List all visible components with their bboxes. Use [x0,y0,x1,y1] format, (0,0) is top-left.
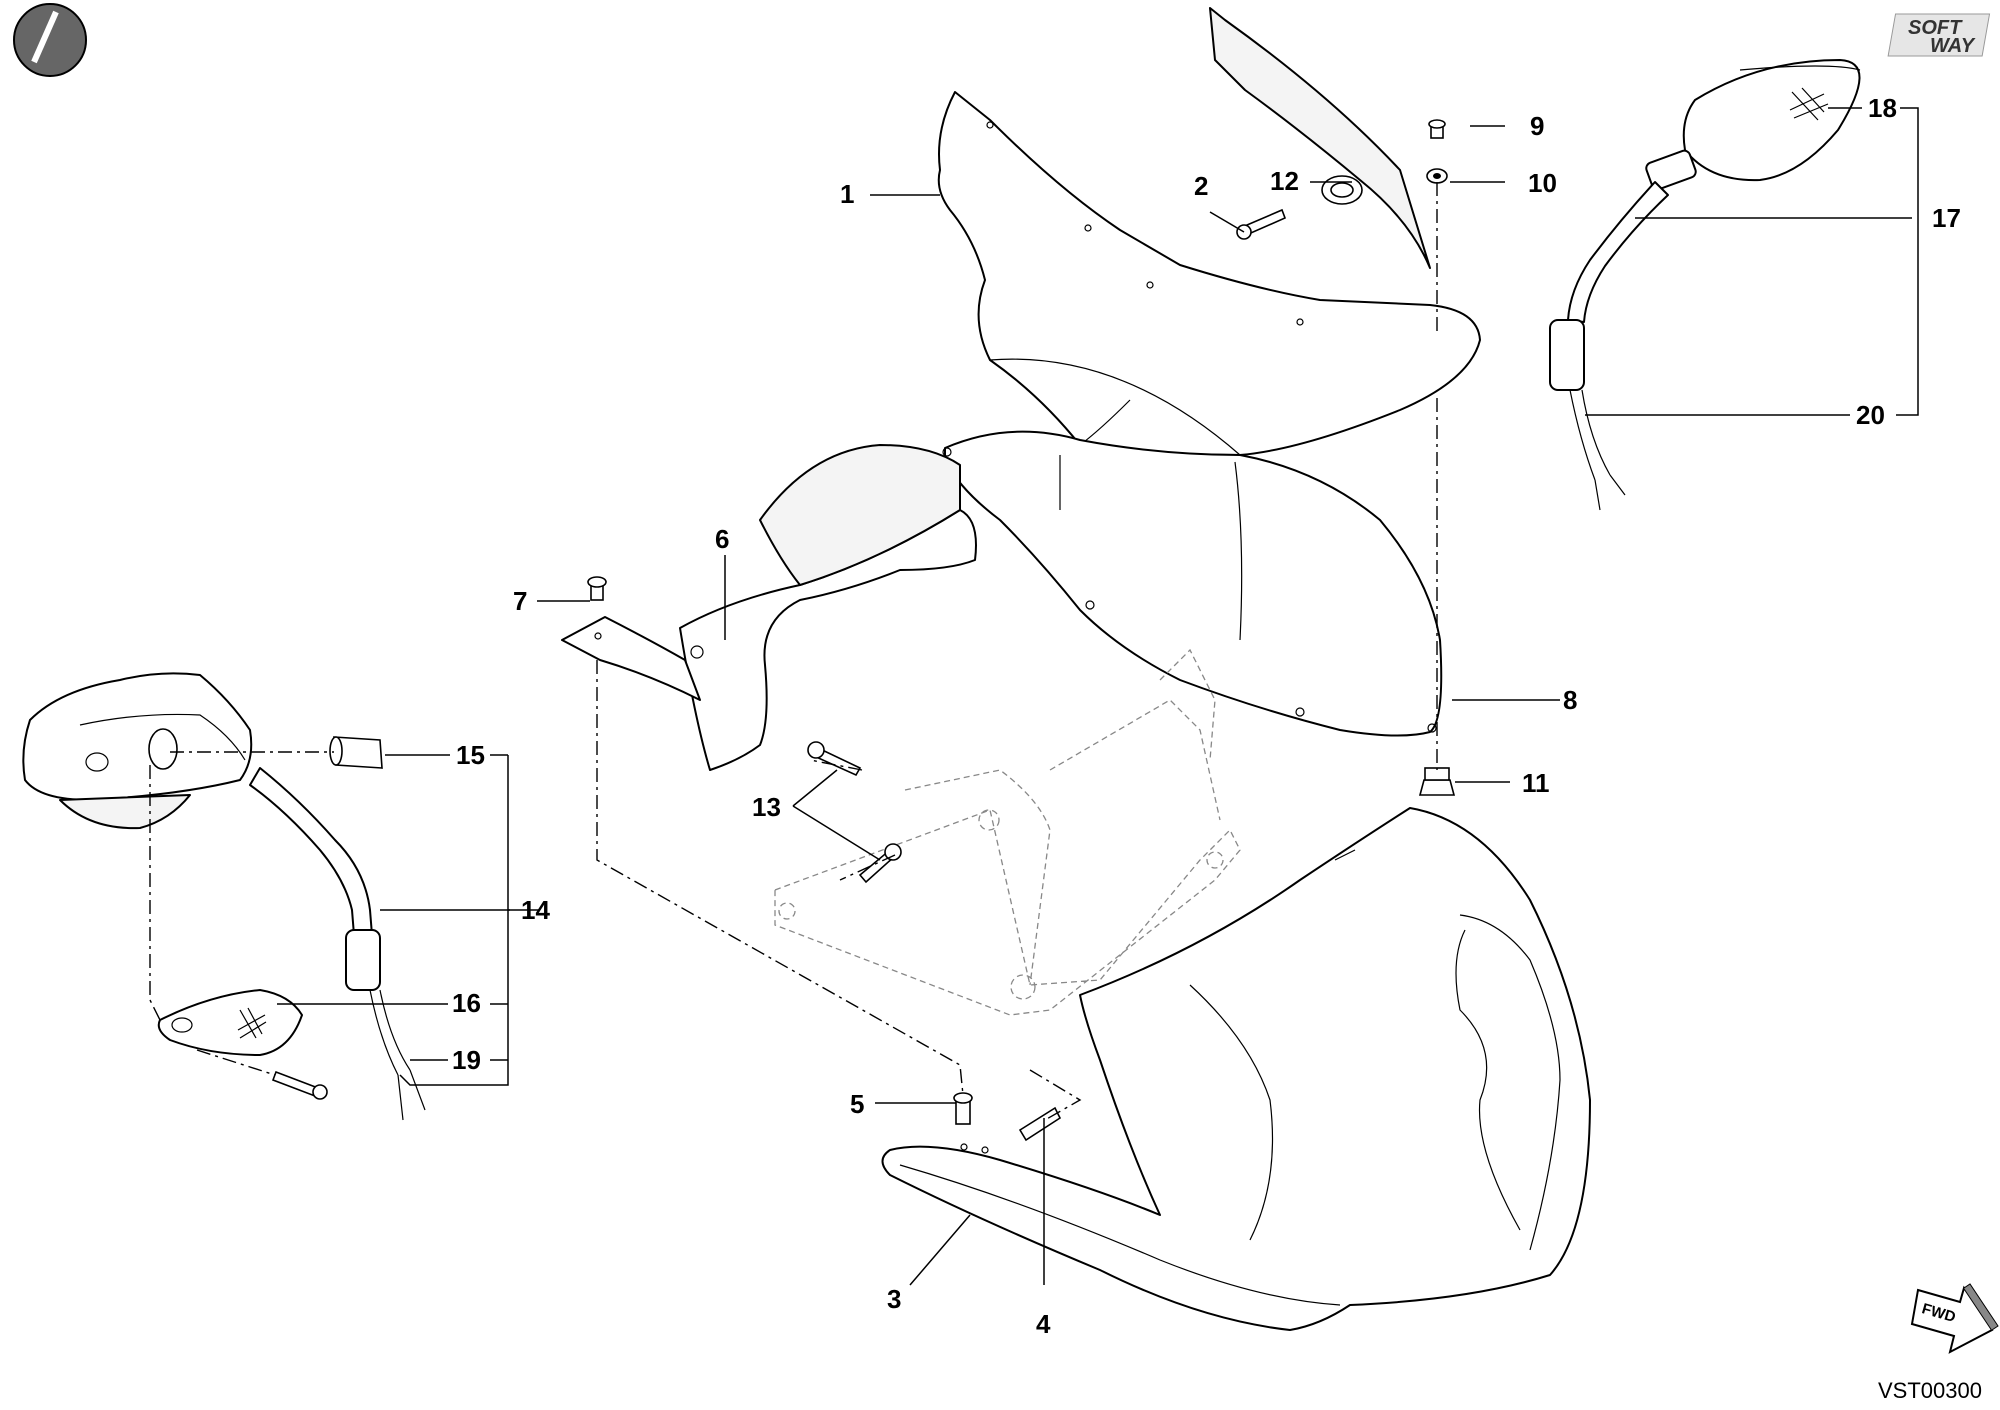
callout-8: 8 [1563,685,1577,715]
inner-fairing-panel [942,430,1443,737]
leader-lines [277,107,1919,1286]
callout-13: 13 [752,792,781,822]
diagram-code: VST00300 [1878,1378,1982,1403]
callout-10: 10 [1528,168,1557,198]
callout-20: 20 [1856,400,1885,430]
upper-fairing [937,91,1481,456]
callout-2: 2 [1194,171,1208,201]
callout-15: 15 [456,740,485,770]
manufacturer-logo-icon [13,3,87,77]
callout-labels: 1 2 3 4 5 6 7 8 9 10 11 12 13 14 15 16 1… [452,93,1961,1339]
logo-text-soft: SOFT [1908,17,1963,39]
callout-7: 7 [513,586,527,616]
callout-4: 4 [1036,1309,1051,1339]
callout-3: 3 [887,1284,901,1314]
assembly-lines [149,182,1438,1121]
callout-11: 11 [1522,768,1550,798]
callout-5: 5 [850,1089,864,1119]
callout-19: 19 [452,1045,481,1075]
callout-12: 12 [1270,166,1299,196]
right-mirror-assembly [1549,59,1861,511]
grommet-12 [1321,175,1363,205]
screw-2 [1236,208,1287,240]
air-duct [679,444,977,771]
logo-text-way: WAY [1930,35,1976,57]
windscreen [1209,7,1431,269]
nut-11 [1418,767,1456,796]
screw-19 [271,1070,328,1100]
fairing-stay-frame [774,648,1241,1016]
lower-fairing [881,807,1591,1331]
callout-16: 16 [452,988,481,1018]
callout-18: 18 [1868,93,1897,123]
screw-9 [1428,119,1446,139]
rivet-4 [1018,1106,1062,1142]
fwd-arrow-icon: FWD [1910,1283,1999,1354]
turn-signal-lens-16 [157,989,303,1056]
callout-6: 6 [715,524,729,554]
screw-7 [587,576,607,601]
side-bracket [561,616,701,701]
bolt-13a [807,741,862,777]
callout-14: 14 [521,895,550,925]
softway-logo: SOFT WAY [1887,13,1991,57]
callout-17: 17 [1932,203,1961,233]
callout-9: 9 [1530,111,1544,141]
left-mirror-assembly [22,672,426,1121]
bolt-13b [858,843,902,884]
washer-10 [1426,168,1448,184]
adapter-15 [329,736,383,769]
rivet-5 [953,1092,973,1125]
callout-1: 1 [840,179,854,209]
